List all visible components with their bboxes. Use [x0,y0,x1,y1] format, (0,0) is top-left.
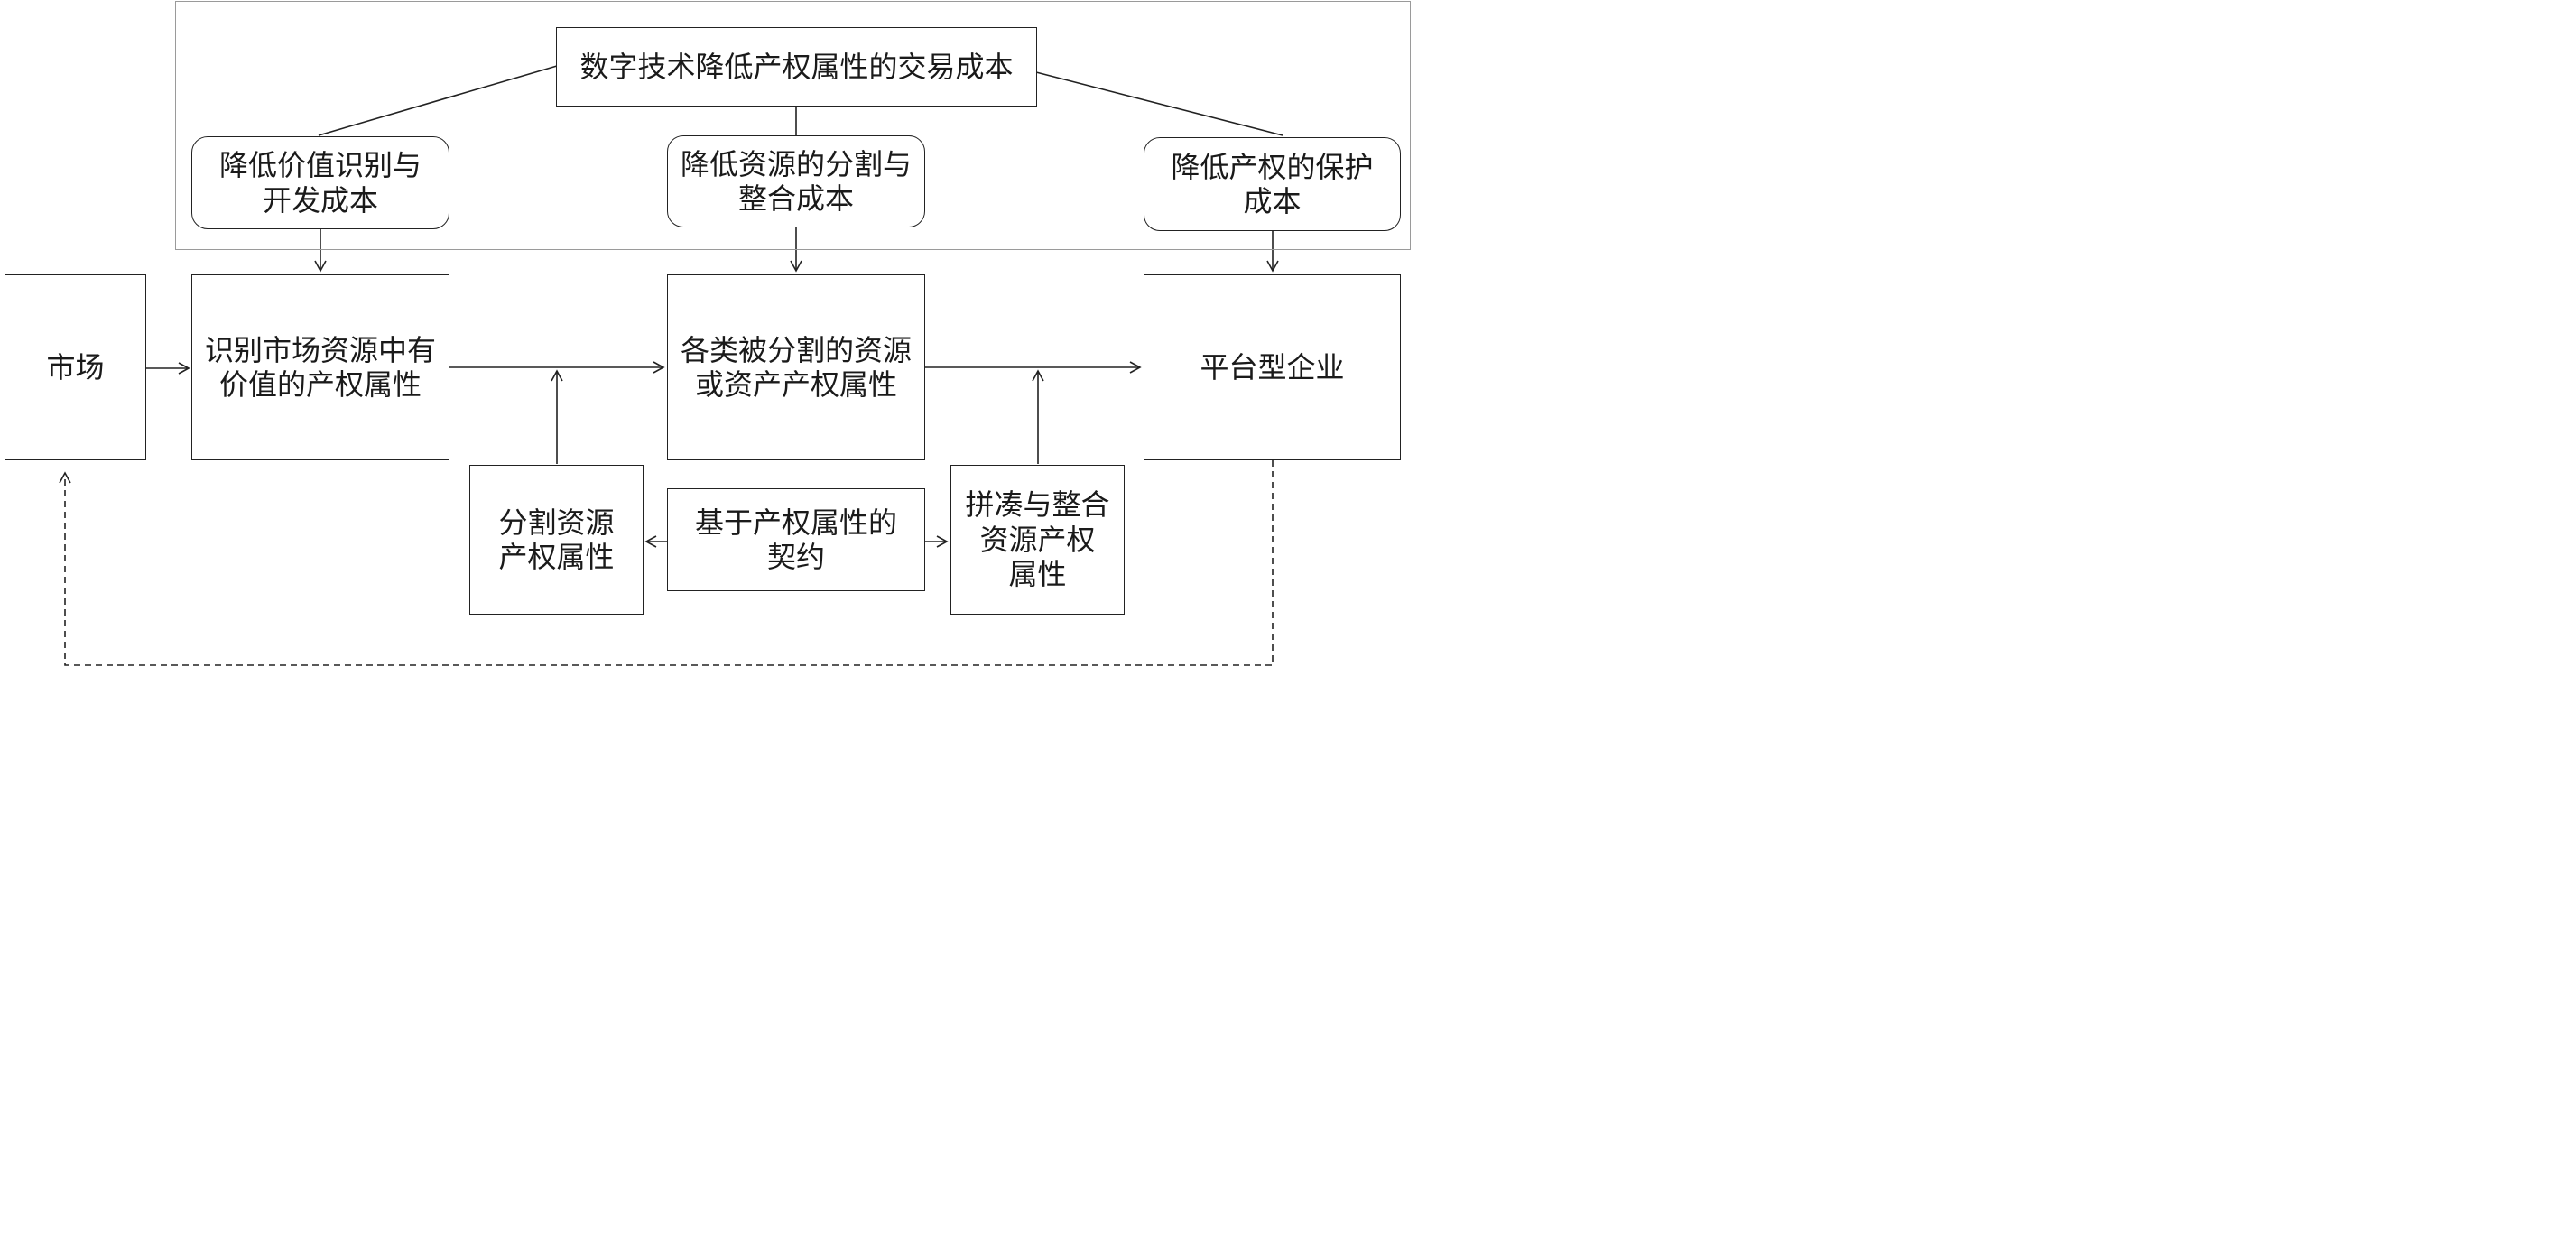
connector-layer [59,65,1283,666]
market-box: 市场 [5,274,146,460]
identify-property-attributes-box: 识别市场资源中有 价值的产权属性 [191,274,449,460]
split-integration-cost-box: 降低资源的分割与 整合成本 [667,135,925,227]
digital-tech-group-frame [175,1,1411,250]
property-rights-diagram: 数字技术降低产权属性的交易成本 降低价值识别与 开发成本 降低资源的分割与 整合… [0,0,1415,681]
value-identification-cost-box: 降低价值识别与 开发成本 [191,136,449,229]
combine-property-box: 拼凑与整合 资源产权 属性 [950,465,1125,615]
protection-cost-box: 降低产权的保护 成本 [1144,137,1401,231]
split-property-box: 分割资源 产权属性 [469,465,644,615]
platform-enterprise-box: 平台型企业 [1144,274,1401,460]
contract-basis-box: 基于产权属性的 契约 [667,488,925,591]
divided-resources-box: 各类被分割的资源 或资产产权属性 [667,274,925,460]
title-to-cost1-line [318,65,558,136]
platform-to-market-feedback-arrow [59,460,1274,666]
title-box: 数字技术降低产权属性的交易成本 [556,27,1037,107]
title-to-cost3-line [1035,71,1283,136]
